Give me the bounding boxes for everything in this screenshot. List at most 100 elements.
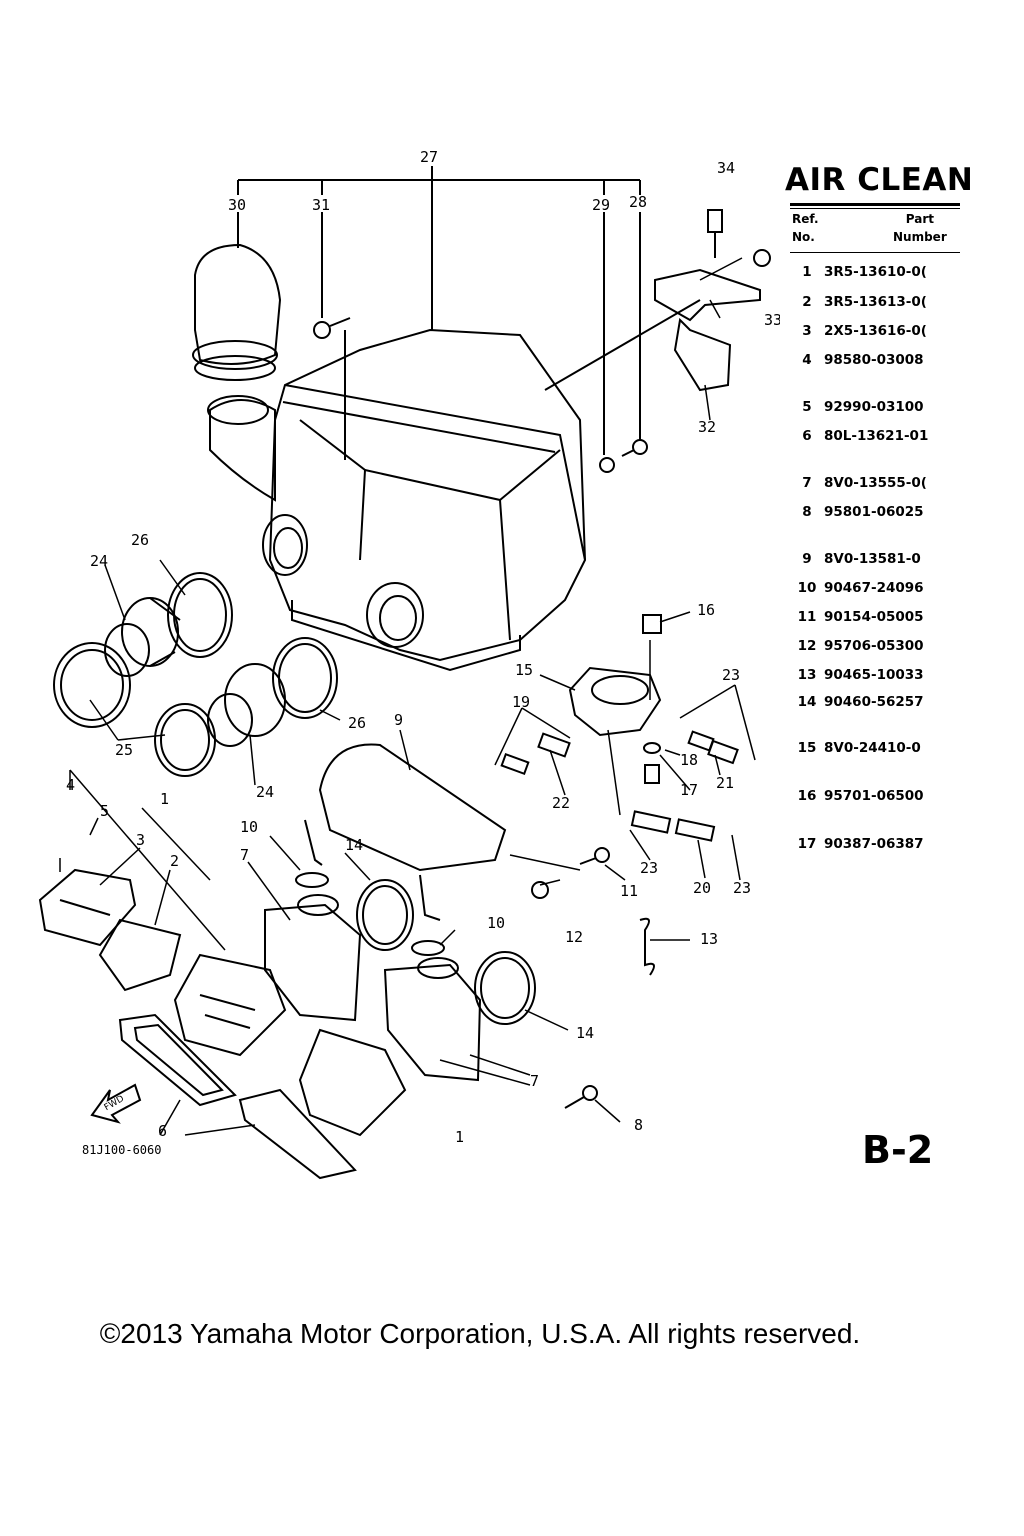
callout-2: 2: [170, 852, 179, 870]
fwd-arrow: [90, 1083, 142, 1124]
callout-1: 1: [160, 790, 169, 808]
exploded-parts-diagram: 1 1 2 3 4 5 6 7 7 8 9 10 10 11 12 13 14 …: [38, 148, 780, 1180]
bolt-31: [313, 317, 351, 460]
callout-27: 27: [420, 148, 438, 166]
assembly-bracket-27: [237, 166, 641, 455]
clip-13: [639, 917, 655, 976]
hose-19: [500, 752, 530, 776]
carb-joint-7-upper: [264, 894, 362, 1022]
callout-31: 31: [312, 196, 330, 214]
callout-7b: 7: [530, 1072, 539, 1090]
o-ring-10-lower: [411, 940, 445, 956]
callout-28: 28: [629, 193, 647, 211]
carb-joint-7-lower: [383, 957, 482, 1082]
intake-silencer: [304, 743, 507, 921]
clamp-25-lower: [154, 703, 216, 777]
callout-3: 3: [136, 831, 145, 849]
callout-20: 20: [693, 879, 711, 897]
callout-10b: 10: [487, 914, 505, 932]
gasket-6-right: [238, 1088, 357, 1180]
callout-11: 11: [620, 882, 638, 900]
callout-19: 19: [512, 693, 530, 711]
callout-26b: 26: [348, 714, 366, 732]
callout-9: 9: [394, 711, 403, 729]
o-ring-10-upper: [295, 872, 329, 888]
fuel-pump: [568, 666, 662, 737]
callout-7: 7: [240, 846, 249, 864]
clamp-14-lower: [474, 951, 536, 1025]
title-rule-thin: [790, 208, 960, 209]
washer-29: [599, 457, 615, 473]
hose-21: [707, 739, 739, 765]
screw-28: [621, 439, 648, 457]
joint-24-upper: [104, 597, 181, 677]
page-code: B-2: [862, 1128, 934, 1172]
callout-14: 14: [345, 836, 363, 854]
collar-17: [644, 764, 660, 784]
callout-5: 5: [100, 802, 109, 820]
clamp-25-left: [53, 642, 131, 728]
clamp-26-lower: [272, 637, 338, 719]
intake-elbow: [192, 243, 282, 381]
callout-14b: 14: [576, 1024, 594, 1042]
joint-24-lower: [207, 663, 286, 747]
callout-34: 34: [717, 159, 735, 177]
callout-24b: 24: [256, 783, 274, 801]
callout-33: 33: [764, 311, 780, 329]
callout-15: 15: [515, 661, 533, 679]
hose-22: [537, 732, 571, 758]
header-ref: Ref. No.: [792, 212, 819, 244]
callout-23b: 23: [640, 859, 658, 877]
callout-24a: 24: [90, 552, 108, 570]
copyright-notice: ©2013 Yamaha Motor Corporation, U.S.A. A…: [99, 1318, 861, 1349]
callout-25: 25: [115, 741, 133, 759]
hose-21b: [687, 730, 715, 752]
reed-valve-1: [173, 953, 287, 1057]
callout-1b: 1: [455, 1128, 464, 1146]
callout-32: 32: [698, 418, 716, 436]
section-title: AIR CLEAN: [785, 162, 974, 198]
diagram-code: 81J100-6060: [82, 1143, 162, 1157]
reed-valve-1-lower: [298, 1028, 407, 1137]
callout-21: 21: [716, 774, 734, 792]
washer-18: [643, 742, 661, 754]
callout-16: 16: [697, 601, 715, 619]
callout-8: 8: [634, 1116, 643, 1134]
cap-16: [642, 614, 662, 634]
gasket-6-left: [118, 1013, 237, 1107]
callout-10: 10: [240, 818, 258, 836]
callout-13: 13: [700, 930, 718, 948]
bolt-8: [564, 1085, 598, 1109]
callout-23a: 23: [722, 666, 740, 684]
callout-12: 12: [565, 928, 583, 946]
callout-4: 4: [66, 776, 75, 794]
callout-22: 22: [552, 794, 570, 812]
callout-6: 6: [158, 1122, 167, 1140]
title-rule-thick: [790, 203, 960, 206]
hose-23-mid: [630, 810, 672, 834]
leader-lines: [59, 257, 756, 1136]
callout-labels: 1 1 2 3 4 5 6 7 7 8 9 10 10 11 12 13 14 …: [66, 148, 780, 1146]
mounting-bracket: [544, 209, 771, 392]
callout-18: 18: [680, 751, 698, 769]
callout-26a: 26: [131, 531, 149, 549]
nut-12: [531, 881, 549, 899]
air-cleaner-case: [207, 328, 587, 672]
